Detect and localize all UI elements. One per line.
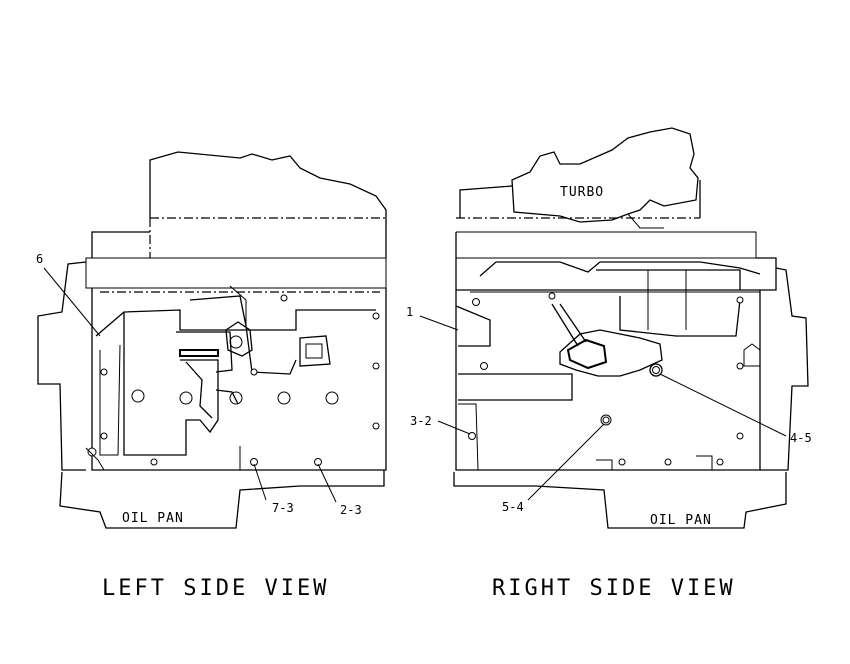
left-oil-pan-label: OIL PAN [122,511,184,526]
right-side-view-title: RIGHT SIDE VIEW [492,576,736,601]
callout-3-2: 3-2 [410,414,432,428]
leader-2-3 [317,463,337,503]
leader-7-3 [253,463,267,501]
leader-3-2 [437,420,471,435]
right-side-engine-drawing [453,127,809,529]
callout-7-3: 7-3 [272,501,294,515]
callout-2-3: 2-3 [340,503,362,517]
turbo-label: TURBO [560,185,604,200]
left-side-engine-drawing [37,151,387,529]
leader-6 [43,267,101,337]
callout-6: 6 [36,252,43,266]
left-side-view-title: LEFT SIDE VIEW [102,576,329,601]
right-callouts: TURBO 1 3-2 5-4 4-5 OIL PAN [406,185,812,528]
leader-5-4 [527,423,605,501]
callout-1: 1 [406,305,413,319]
leader-1 [419,315,459,331]
leader-4-5 [659,373,787,437]
callout-4-5: 4-5 [790,431,812,445]
callout-5-4: 5-4 [502,500,524,514]
right-oil-pan-label: OIL PAN [650,513,712,528]
left-callouts: 6 7-3 2-3 OIL PAN [36,252,362,526]
